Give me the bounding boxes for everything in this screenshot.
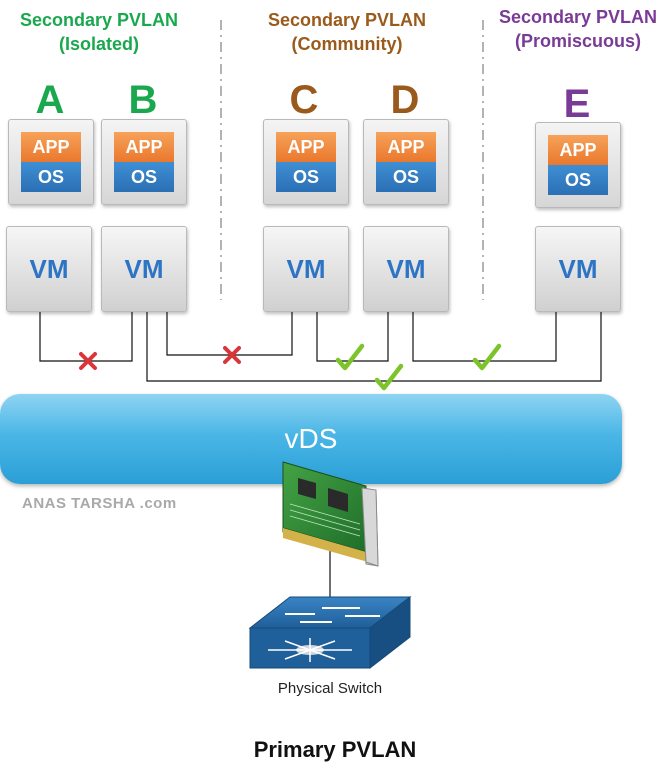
allowed-check-icon bbox=[472, 343, 502, 371]
blocked-icon bbox=[223, 346, 241, 364]
section-header-isolated: Secondary PVLAN (Isolated) bbox=[2, 8, 196, 56]
vm-letter-b: B bbox=[128, 78, 158, 122]
vm-box-b: VM bbox=[101, 226, 187, 312]
diagram-title: Primary PVLAN bbox=[253, 737, 417, 762]
vds-label: vDS bbox=[284, 423, 338, 454]
connection-b-e bbox=[146, 312, 602, 382]
allowed-check-icon bbox=[335, 343, 365, 371]
app-os-box-b: APP OS bbox=[101, 119, 187, 205]
connection-d-e bbox=[412, 312, 557, 362]
app-os-box-d: APP OS bbox=[363, 119, 449, 205]
section-header-promiscuous: Secondary PVLAN (Promiscuous) bbox=[486, 5, 670, 53]
section-subtitle: (Isolated) bbox=[58, 34, 139, 54]
os-label: OS bbox=[548, 165, 608, 195]
vm-letter-c: C bbox=[289, 78, 319, 122]
allowed-check-icon bbox=[374, 363, 404, 391]
vds-bar: vDS bbox=[0, 394, 622, 484]
vm-box-e: VM bbox=[535, 226, 621, 312]
connection-a-b bbox=[39, 312, 133, 362]
connection-b-c bbox=[166, 312, 293, 356]
os-label: OS bbox=[21, 162, 81, 192]
os-label: OS bbox=[114, 162, 174, 192]
os-label: OS bbox=[376, 162, 436, 192]
app-label: APP bbox=[114, 132, 174, 162]
section-subtitle: (Promiscuous) bbox=[514, 31, 642, 51]
app-os-box-e: APP OS bbox=[535, 122, 621, 208]
section-subtitle: (Community) bbox=[291, 34, 403, 54]
app-os-box-a: APP OS bbox=[8, 119, 94, 205]
physical-switch-icon bbox=[248, 595, 412, 670]
physical-switch-label: Physical Switch bbox=[277, 680, 383, 697]
vm-letter-e: E bbox=[563, 82, 591, 126]
vm-letter-d: D bbox=[390, 78, 420, 122]
section-title: Secondary PVLAN bbox=[19, 10, 179, 30]
vm-box-c: VM bbox=[263, 226, 349, 312]
app-label: APP bbox=[376, 132, 436, 162]
vm-letter-a: A bbox=[35, 78, 65, 122]
section-title: Secondary PVLAN bbox=[498, 7, 658, 27]
app-label: APP bbox=[21, 132, 81, 162]
app-label: APP bbox=[276, 132, 336, 162]
vm-box-a: VM bbox=[6, 226, 92, 312]
vm-box-d: VM bbox=[363, 226, 449, 312]
connection-c-d bbox=[316, 312, 389, 362]
section-title: Secondary PVLAN bbox=[267, 10, 427, 30]
app-label: APP bbox=[548, 135, 608, 165]
watermark: ANAS TARSHA .com bbox=[22, 495, 177, 512]
app-os-box-c: APP OS bbox=[263, 119, 349, 205]
os-label: OS bbox=[276, 162, 336, 192]
blocked-icon bbox=[79, 352, 97, 370]
section-header-community: Secondary PVLAN (Community) bbox=[247, 8, 447, 56]
